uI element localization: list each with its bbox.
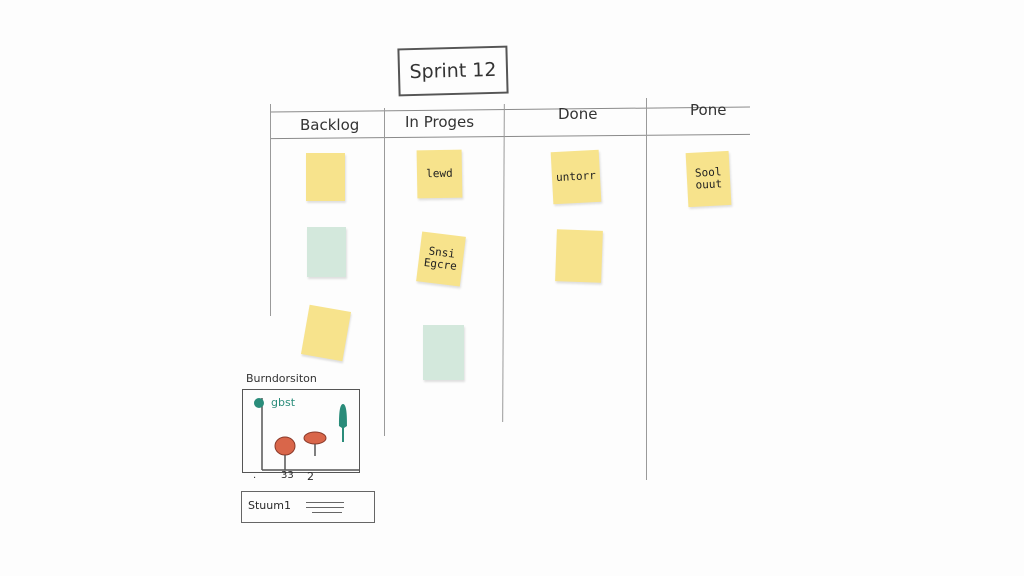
column-divider-left (270, 104, 271, 316)
summary-line (312, 512, 342, 513)
red-marker-icon (303, 431, 327, 445)
sticky-note[interactable] (300, 304, 352, 362)
x-tick: . (253, 470, 257, 481)
header-top-line (270, 106, 750, 113)
sticky-note[interactable] (555, 229, 603, 283)
sticky-note[interactable] (423, 325, 464, 380)
x-tick: 2 (307, 470, 314, 483)
sticky-note[interactable]: untorr (550, 149, 602, 205)
sticky-note[interactable]: lewd (416, 149, 463, 199)
column-header-in-progress: In Proges (405, 113, 475, 131)
burndown-chart: gbst . 33 2 (242, 389, 360, 483)
column-divider-1 (384, 108, 385, 436)
person-marker-icon (339, 404, 347, 442)
sprint-title: Sprint 12 (397, 45, 509, 97)
column-divider-3 (646, 98, 647, 480)
column-header-pone: Pone (690, 101, 727, 119)
x-tick: 33 (281, 470, 294, 481)
summary-line (306, 502, 344, 503)
header-bottom-line (270, 133, 750, 140)
column-header-done: Done (558, 105, 598, 123)
column-header-backlog: Backlog (300, 116, 360, 134)
burndown-plot (254, 398, 359, 471)
summary-line (306, 507, 344, 508)
sticky-note[interactable] (306, 153, 345, 201)
summary-box: Stuum1 (241, 491, 375, 523)
column-divider-2 (502, 103, 505, 423)
burndown-legend: gbst (271, 396, 296, 409)
sticky-note[interactable]: Snsi Egcre (416, 231, 466, 287)
red-marker-icon (274, 436, 296, 456)
sticky-note[interactable]: Sool ouut (685, 150, 732, 208)
sticky-note[interactable] (307, 227, 346, 277)
summary-label: Stuum1 (248, 499, 291, 512)
burndown-label: Burndorsiton (246, 372, 317, 385)
legend-marker-icon (254, 398, 264, 408)
